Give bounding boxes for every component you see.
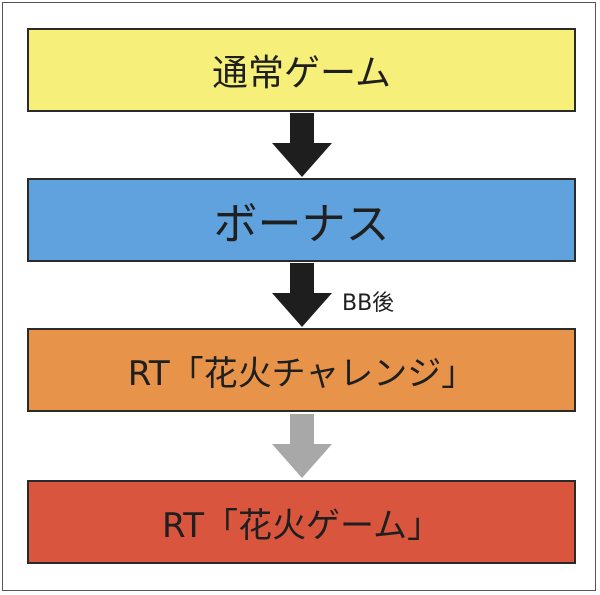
- down-arrow-icon: [272, 414, 332, 478]
- bonus-box: ボーナス: [27, 178, 576, 262]
- rt-hanabi-challenge-box: RT「花火チャレンジ」: [27, 328, 576, 412]
- normal-game-box: 通常ゲーム: [27, 28, 576, 112]
- down-arrow-icon: [272, 263, 332, 327]
- rt-hanabi-game-box: RT「花火ゲーム」: [27, 480, 576, 564]
- bb-after-label: BB後: [342, 291, 395, 316]
- down-arrow-icon: [272, 113, 332, 177]
